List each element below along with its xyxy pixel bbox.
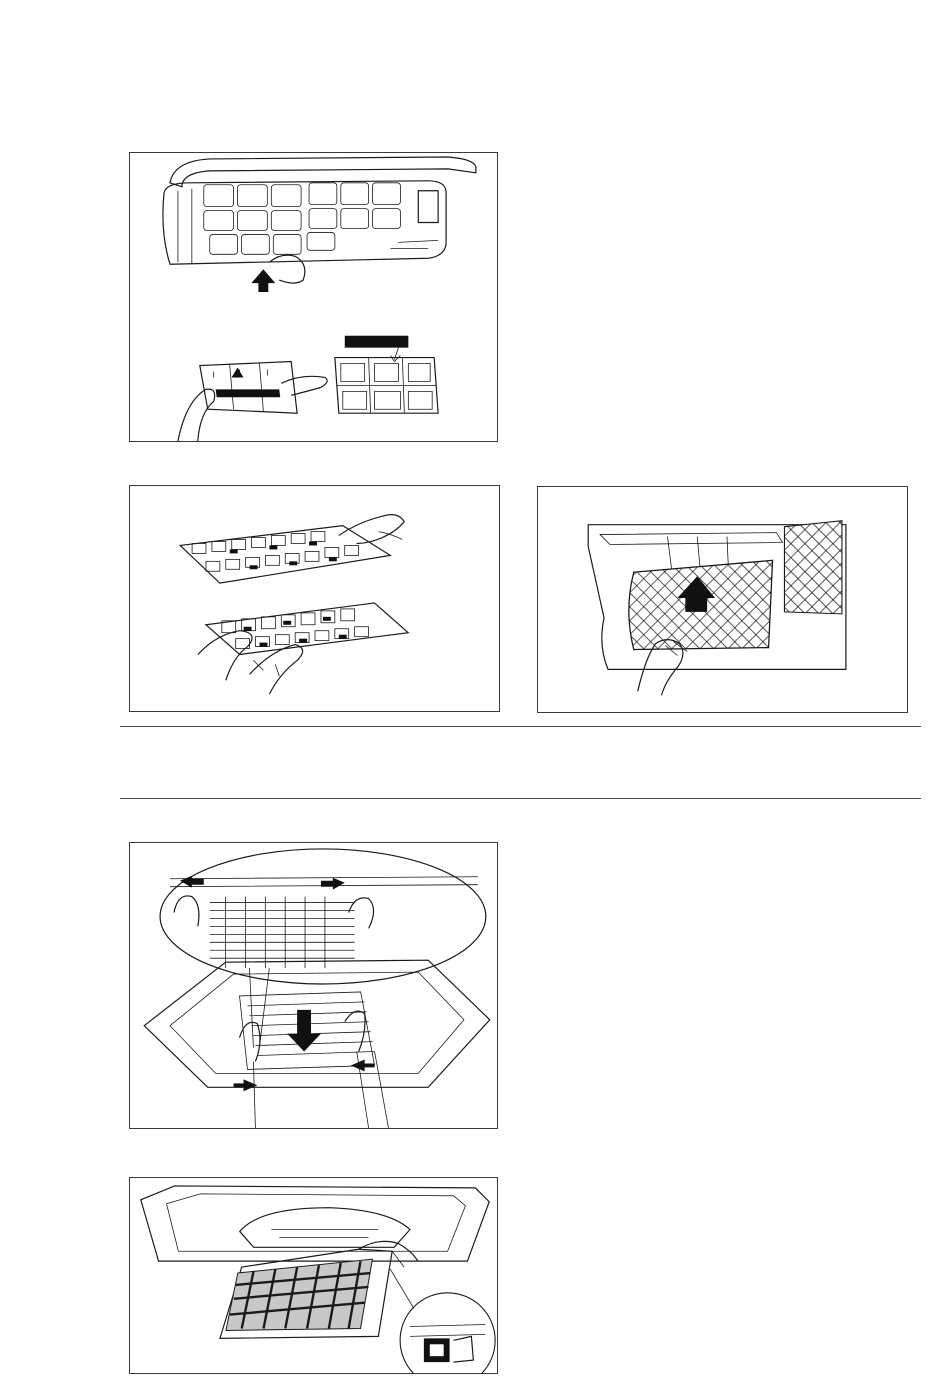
figure-air-purifying-filter-insertion: [537, 486, 908, 713]
section-divider-bottom: [120, 798, 921, 799]
air-purifying-filter-insert-illustration: [538, 487, 907, 712]
figure-filter-cleaning-two-hands: [129, 485, 500, 712]
wall-unit-open-panel-filter-removal-illustration: [130, 153, 497, 441]
figure-wall-unit-filter-removal: [129, 152, 498, 442]
filter-sheets-handling-illustration: [130, 486, 499, 711]
cassette-filter-hinged-illustration: [130, 1178, 497, 1373]
figure-cassette-grille-filter-release: [129, 842, 498, 1129]
cassette-grille-release-illustration: [130, 843, 497, 1128]
figure-cassette-filter-hinged-down: [129, 1177, 498, 1374]
section-divider-top: [120, 726, 921, 727]
